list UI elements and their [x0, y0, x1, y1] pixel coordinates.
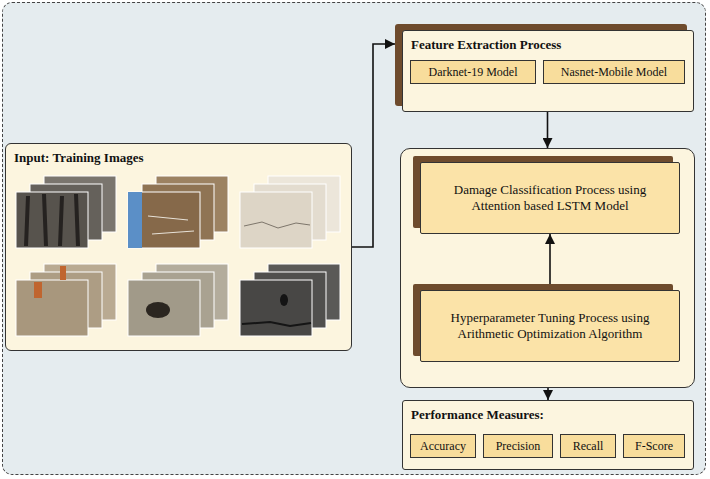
image [30, 272, 102, 328]
image [142, 272, 214, 328]
image [254, 184, 326, 240]
image [44, 176, 116, 232]
metric-box: Precision [483, 434, 553, 458]
image [254, 272, 326, 328]
metric-box: F-Score [623, 434, 685, 458]
image [156, 264, 228, 320]
image-stack [128, 176, 228, 248]
panel-heading: Feature Extraction Process [403, 31, 693, 53]
results-panel: Performance Measures: Accuracy Precision Re… [402, 400, 694, 470]
panel-heading: Input: Training Images [6, 144, 351, 166]
box-label: Accuracy [420, 439, 466, 454]
arrow-connector [352, 44, 395, 247]
image [128, 280, 200, 336]
model-box: Nasnet-Mobile Model [543, 60, 685, 84]
box-label: Recall [573, 439, 604, 454]
panel-heading: Performance Measures: [403, 401, 693, 423]
process-panel: Feature Extraction ProcessDarknet-19 Mod… [402, 30, 694, 112]
image [240, 192, 312, 248]
spall-hole [280, 294, 288, 306]
crack [148, 216, 194, 234]
image [156, 176, 228, 232]
rust-stain [34, 282, 42, 298]
image [30, 184, 102, 240]
box-label: Precision [496, 439, 541, 454]
image [268, 176, 340, 232]
image [268, 264, 340, 320]
crack [26, 194, 78, 246]
image-stack [128, 264, 228, 336]
image [16, 192, 88, 248]
spall-hole [146, 302, 170, 318]
image-stack [16, 264, 116, 336]
process-box: Damage Classification Process using Atte… [420, 162, 680, 234]
sky [128, 192, 142, 248]
arrow-connector [549, 234, 551, 284]
image-stack [16, 176, 116, 248]
image [44, 264, 116, 320]
box-label: Nasnet-Mobile Model [561, 65, 667, 80]
metric-box: Recall [560, 434, 616, 458]
model-box: Darknet-19 Model [410, 60, 536, 84]
image [240, 280, 312, 336]
image [128, 192, 200, 248]
process-box: Hyperparameter Tuning Process using Arit… [420, 290, 680, 362]
crack [242, 322, 311, 326]
input-panel: Input: Training Images [5, 143, 352, 351]
rust-stain [60, 266, 66, 280]
box-label: Darknet-19 Model [429, 65, 518, 80]
image-stack [240, 176, 340, 248]
metric-box: Accuracy [410, 434, 476, 458]
training-images [6, 144, 349, 350]
arrow-connector [547, 388, 549, 400]
arrow-connector [547, 112, 549, 148]
image [16, 280, 88, 336]
image-stack [240, 264, 340, 336]
image [142, 184, 214, 240]
box-label: Hyperparameter Tuning Process using Arit… [445, 310, 655, 343]
box-label: Damage Classification Process using Atte… [450, 182, 650, 215]
crack [244, 222, 310, 228]
group-panel: Damage Classification Process using Atte… [400, 148, 695, 388]
box-label: F-Score [635, 439, 673, 454]
